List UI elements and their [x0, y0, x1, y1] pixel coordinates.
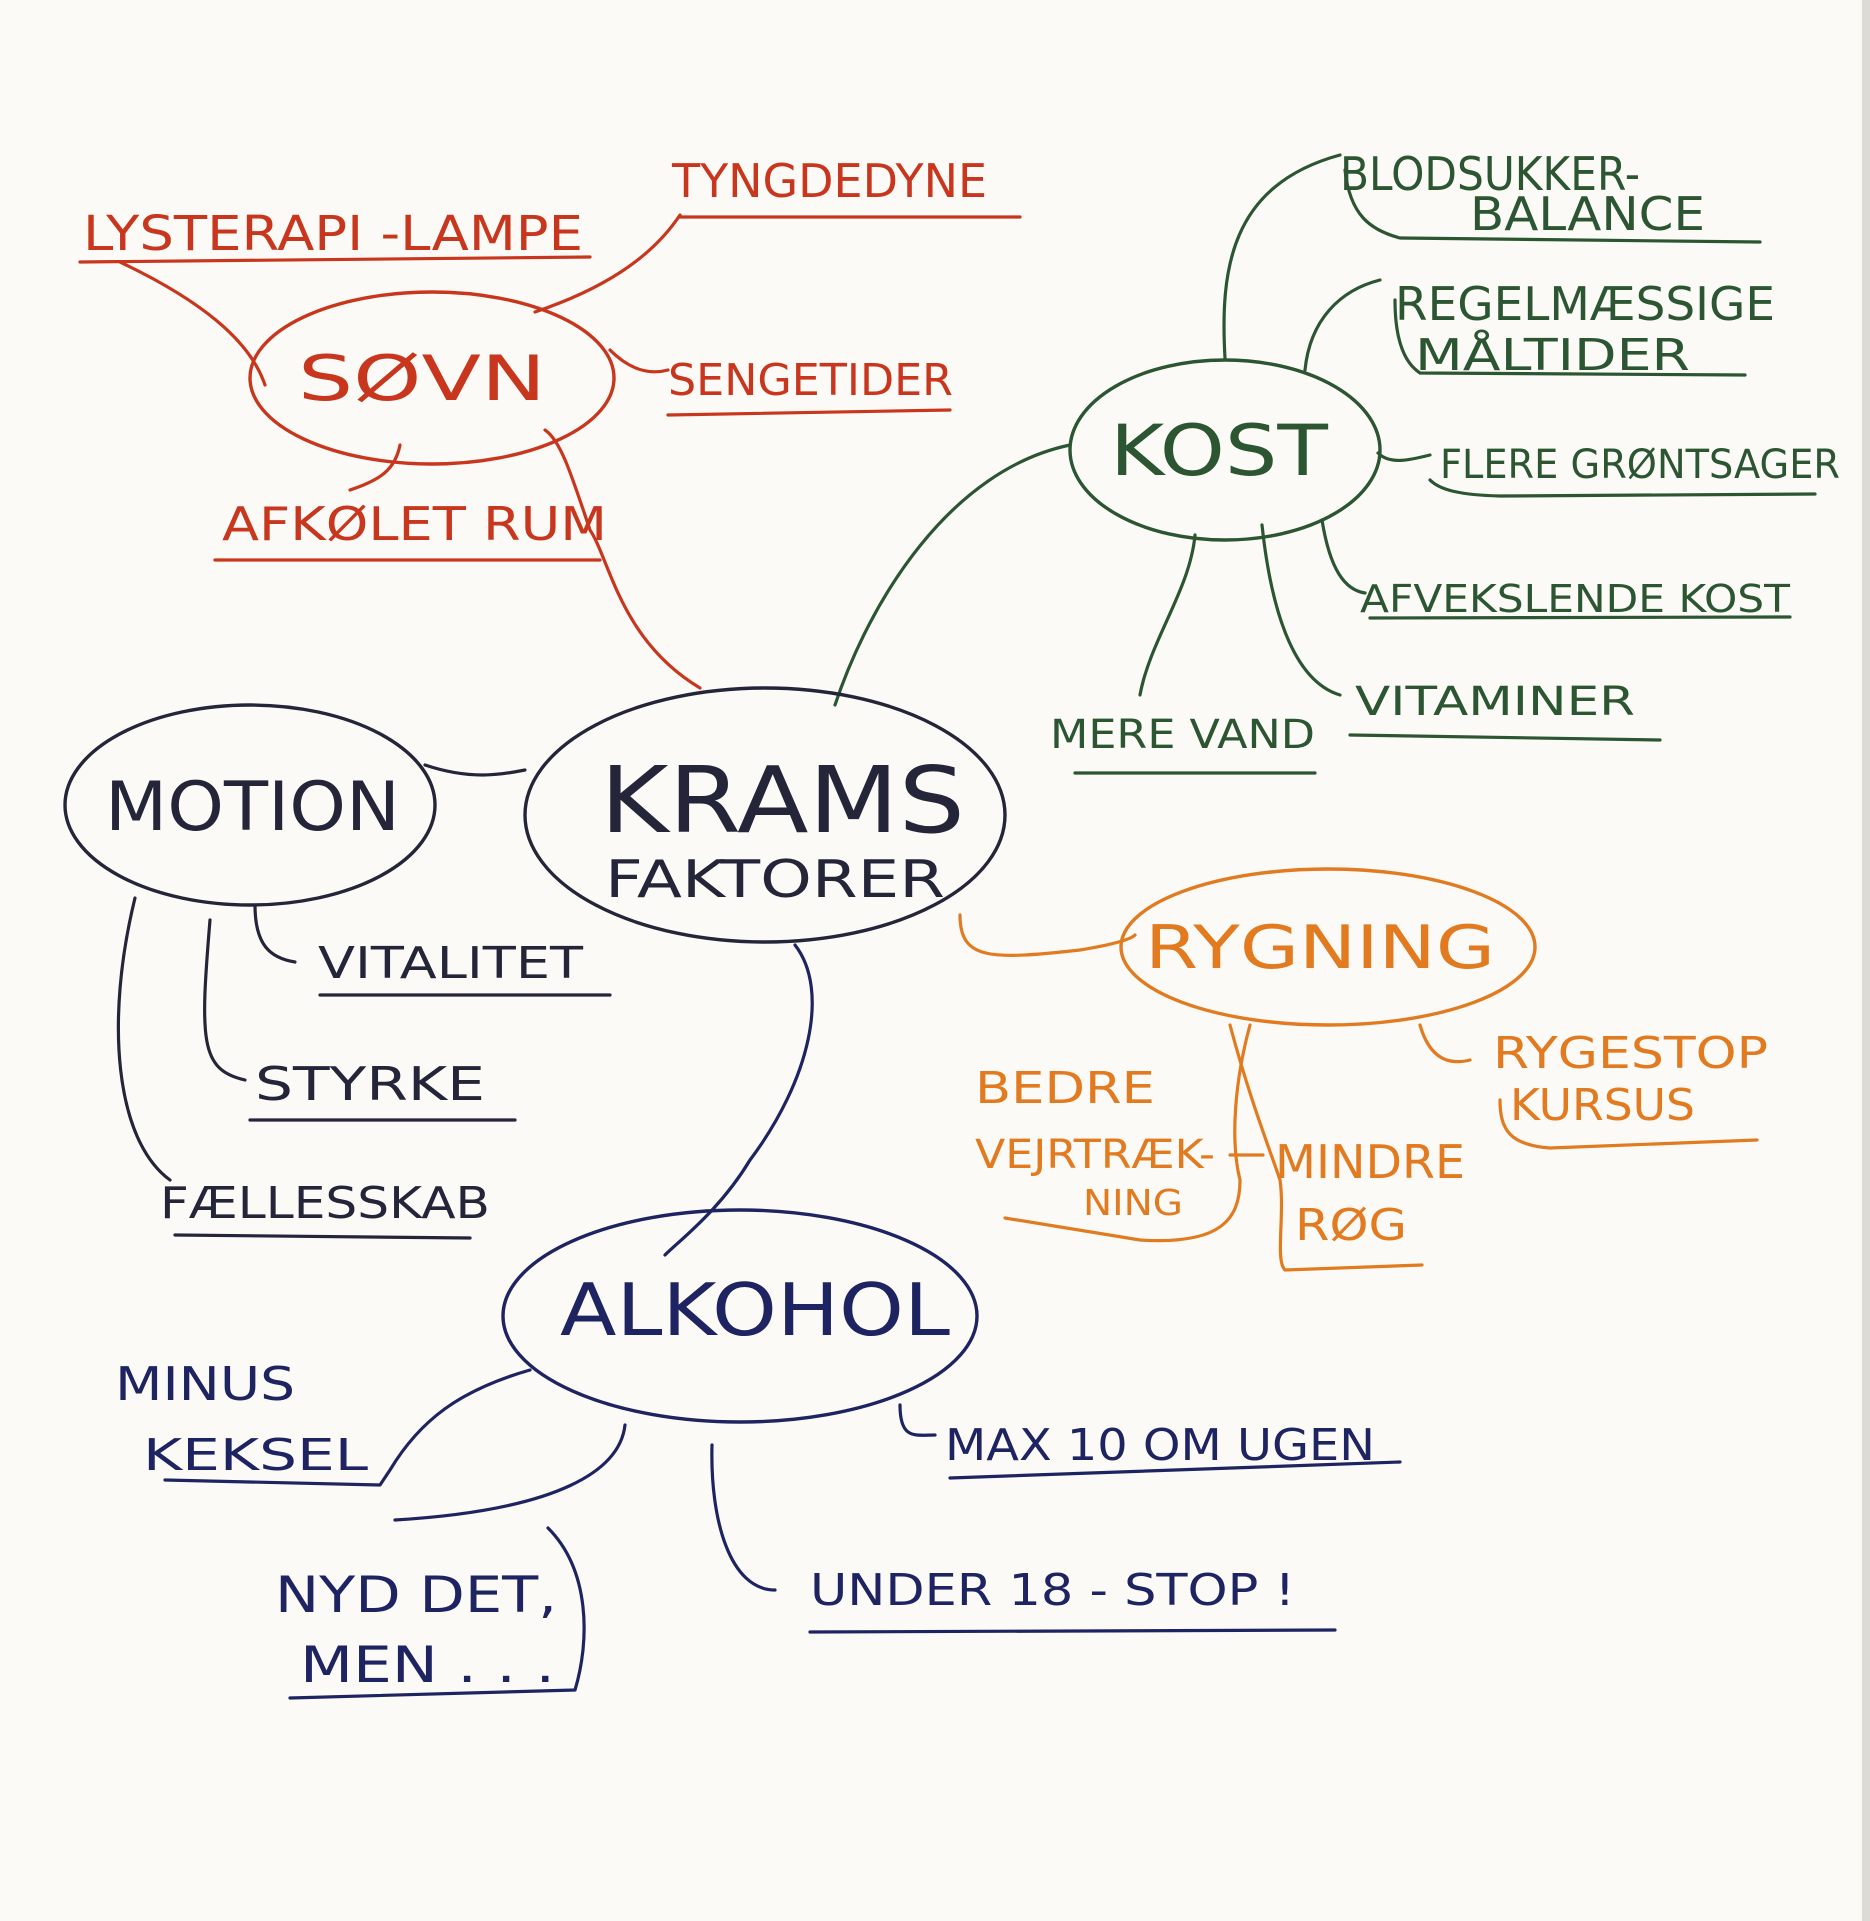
alkohol-leaf-minus: MINUS [115, 1357, 295, 1411]
kost-leaf-regelmaessige: REGELMÆSSIGE [1395, 277, 1775, 331]
soevn-label: SØVN [298, 342, 546, 415]
kost-node-ellipse [1068, 358, 1382, 542]
alkohol-leaf-under18: UNDER 18 - STOP ! [810, 1565, 1295, 1616]
alkohol-leaf-men: MEN . . . [300, 1636, 555, 1694]
rygning-leaf-rygestop: RYGESTOP [1493, 1028, 1768, 1079]
rygning-node-ellipse [1119, 867, 1537, 1027]
rygning-leaf-bedre: BEDRE [975, 1063, 1155, 1114]
alkohol-connectors [163, 943, 1402, 1700]
alkohol-leaf-keksel: KEKSEL [143, 1430, 369, 1481]
motion-label: MOTION [105, 768, 400, 847]
rygning-leaf-vejrtraek: VEJRTRÆK- [975, 1132, 1215, 1178]
center-node-ellipse [523, 686, 1007, 944]
rygning-leaf-roeg: RØG [1295, 1200, 1407, 1251]
kost-leaf-blodsukker: BLODSUKKER- [1340, 147, 1640, 201]
kost-label: KOST [1110, 410, 1328, 492]
rygning-leaf-mindre: MINDRE [1275, 1135, 1465, 1189]
kost-leaf-afvekslende: AFVEKSLENDE KOST [1360, 577, 1791, 621]
kost-leaf-mere-vand: MERE VAND [1050, 712, 1315, 758]
rygning-label: RYGNING [1145, 913, 1495, 983]
kost-leaf-vitaminer: VITAMINER [1355, 679, 1635, 725]
center-title: KRAMS [600, 747, 965, 854]
motion-leaf-styrke: STYRKE [255, 1057, 485, 1111]
soevn-leaf-lysterapi: LYSTERAPI -LAMPE [83, 206, 583, 262]
rygning-leaf-ning: NING [1083, 1183, 1183, 1224]
motion-node-ellipse [63, 703, 437, 907]
alkohol-label: ALKOHOL [560, 1268, 950, 1352]
alkohol-leaf-max10: MAX 10 OM UGEN [945, 1420, 1375, 1471]
motion-leaf-faellesskab: FÆLLESSKAB [160, 1178, 490, 1229]
soevn-connectors [78, 213, 1022, 690]
soevn-leaf-tyngdedyne: TYNGDEDYNE [671, 154, 987, 208]
soevn-node-ellipse [248, 290, 616, 466]
soevn-leaf-afkoelet-rum: AFKØLET RUM [222, 497, 607, 551]
rygning-leaf-kursus: KURSUS [1510, 1080, 1695, 1131]
kost-leaf-balance: BALANCE [1470, 187, 1705, 241]
alkohol-leaf-nyd-det: NYD DET, [275, 1566, 557, 1624]
motion-connectors [116, 763, 612, 1240]
center-subtitle: FAKTORER [605, 850, 945, 910]
kost-leaf-flere-groentsager: FLERE GRØNTSAGER [1440, 442, 1840, 488]
motion-leaf-vitalitet: VITALITET [318, 938, 583, 989]
kost-leaf-maaltider: MÅLTIDER [1415, 328, 1690, 381]
soevn-leaf-sengetider: SENGETIDER [668, 355, 953, 406]
rygning-connectors [958, 913, 1759, 1272]
alkohol-node-ellipse [501, 1208, 979, 1424]
